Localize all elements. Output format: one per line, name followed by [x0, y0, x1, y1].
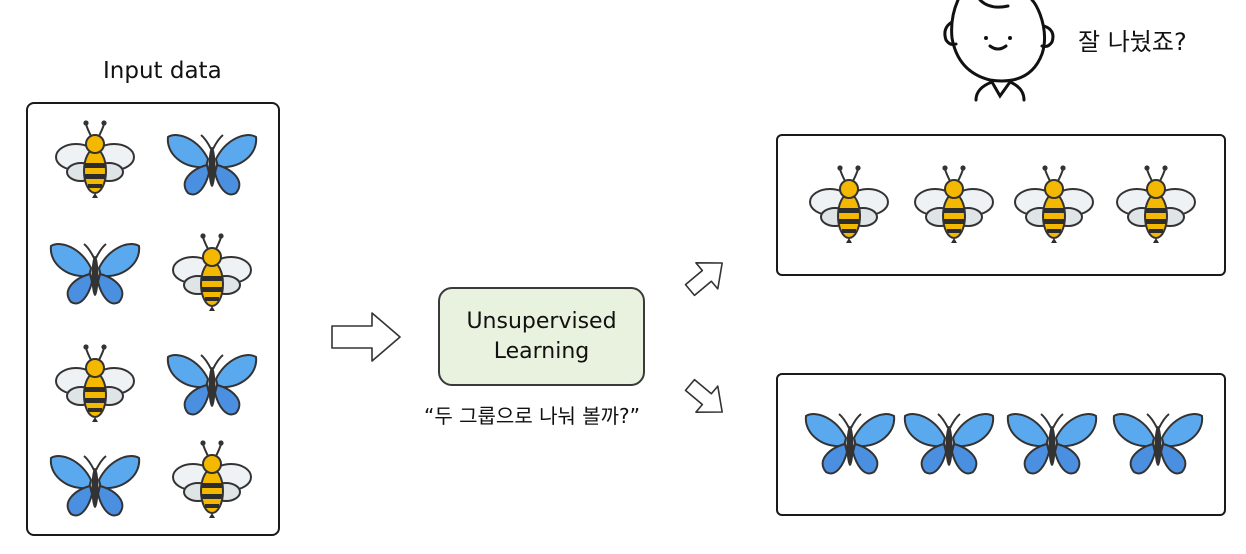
bee-icon: [914, 164, 994, 244]
unsupervised-learning-box: Unsupervised Learning: [438, 287, 645, 386]
person-icon: [943, 0, 1055, 102]
butterfly-icon: [1112, 413, 1204, 475]
prompt-quote: “두 그룹으로 나눠 볼까?”: [424, 404, 641, 428]
butterfly-icon: [49, 243, 141, 305]
arrow-down-right-icon: [678, 371, 734, 426]
bee-icon: [55, 343, 135, 423]
input-data-box: [26, 102, 280, 536]
bee-icon: [1014, 164, 1094, 244]
bee-icon: [172, 232, 252, 312]
cluster-box-bees: [776, 134, 1226, 276]
arrow-up-right-icon: [678, 249, 734, 304]
butterfly-icon: [49, 455, 141, 517]
bee-icon: [809, 164, 889, 244]
input-data-label: Input data: [103, 58, 222, 84]
cluster-box-butterflies: [776, 373, 1226, 516]
butterfly-icon: [804, 413, 896, 475]
butterfly-icon: [903, 413, 995, 475]
bee-icon: [1116, 164, 1196, 244]
butterfly-icon: [166, 134, 258, 196]
butterfly-icon: [166, 354, 258, 416]
arrow-right-icon: [331, 312, 401, 362]
bee-icon: [55, 119, 135, 199]
butterfly-icon: [1006, 413, 1098, 475]
bee-icon: [172, 439, 252, 519]
speech-text: 잘 나눴죠?: [1078, 28, 1187, 56]
method-label: Unsupervised Learning: [466, 308, 617, 364]
